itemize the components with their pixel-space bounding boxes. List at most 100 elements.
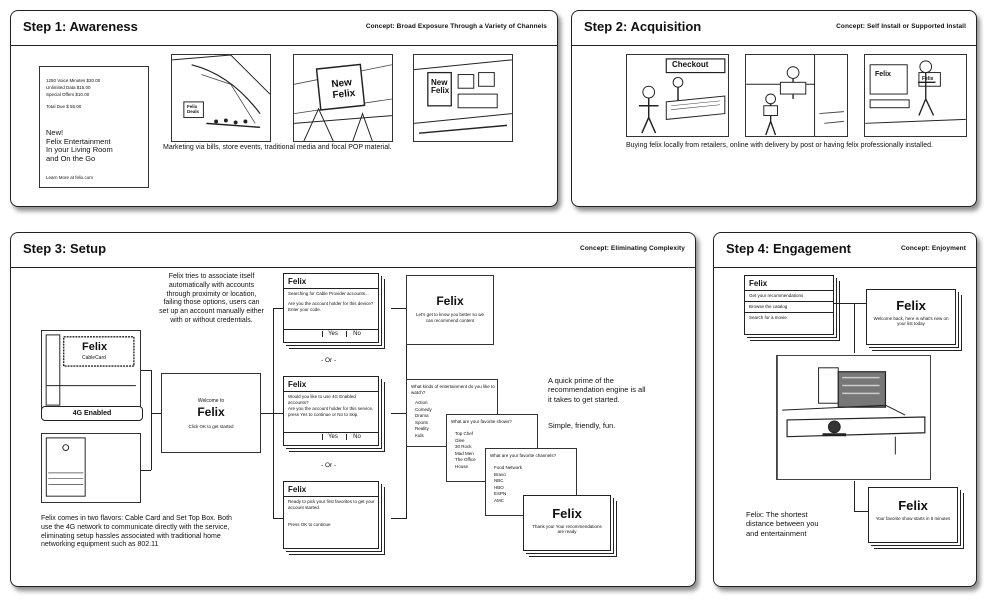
screen-sub: Let's get to know you better so we can r… (416, 312, 484, 323)
engagement-top-screen: Felix Welcome back, here is what's new o… (866, 289, 956, 345)
step1-concept: Concept: Broad Exposure Through a Variet… (365, 23, 547, 30)
cablecard-brand: Felix (82, 341, 108, 353)
menu-item[interactable]: Browse the catalog (749, 304, 788, 309)
bill-lines: 1250 Voice Minutes $30.00 Unlimited Data… (46, 77, 100, 110)
connector (834, 303, 866, 304)
store-event-sketch: Felix Deals (171, 54, 271, 142)
step3-title: Step 3: Setup (23, 241, 107, 256)
welcome-top: Welcome to (197, 398, 225, 404)
option[interactable]: ESPN (494, 491, 507, 497)
step4-panel: Step 4: Engagement Concept: Enjoyment Fe… (713, 232, 977, 587)
settop-box-device (41, 433, 141, 503)
card-header: Felix (288, 485, 307, 494)
step2-concept: Concept: Self Install or Supported Insta… (836, 23, 966, 30)
delivery-illustration (746, 55, 844, 136)
bill-mailer: 1250 Voice Minutes $30.00 Unlimited Data… (39, 66, 149, 188)
step1-panel: Step 1: Awareness Concept: Broad Exposur… (10, 10, 558, 207)
step1-caption: Marketing via bills, store events, tradi… (163, 144, 392, 151)
option[interactable]: House (455, 463, 469, 469)
option[interactable]: Top Chef (455, 431, 474, 436)
or-divider: - Or - (321, 357, 337, 364)
setup-intro: Felix tries to associate itself automati… (159, 273, 264, 324)
cablecard-illustration (45, 334, 136, 406)
store-sign-text: Felix Deals (187, 104, 200, 114)
option[interactable]: Kids (415, 432, 424, 438)
question-title: What kinds of entertainment do you like … (411, 384, 495, 395)
card-body: Are you the account holder for this devi… (288, 301, 374, 312)
option[interactable]: Drama (415, 413, 429, 419)
card-question: Searching for Cable Provider accounts... (288, 291, 369, 296)
option[interactable]: The Office (455, 457, 476, 463)
no-button[interactable]: No (346, 434, 367, 440)
card-question: Would you like to use 4G Enabled account… (288, 394, 356, 405)
install-felix-sign: Felix (875, 71, 891, 78)
4g-enabled-badge: 4G Enabled (41, 406, 143, 421)
option[interactable]: Bravo (494, 471, 506, 477)
option[interactable]: Mad Men (455, 450, 474, 456)
option[interactable]: Reality (415, 426, 429, 432)
recommendation-caption-2: Simple, friendly, fun. (548, 421, 616, 430)
billboard-sketch: New Felix (293, 54, 393, 142)
settop-box-illustration (45, 437, 86, 497)
step2-panel: Step 2: Acquisition Concept: Self Instal… (571, 10, 977, 207)
bill-ad-text: New! Felix Entertainment In your Living … (46, 128, 113, 163)
option[interactable]: HBO (494, 484, 504, 490)
connector (141, 370, 151, 371)
question-title: What are your favorite channels? (490, 453, 557, 458)
step2-caption: Buying felix locally from retailers, onl… (626, 142, 933, 149)
step4-concept: Concept: Enjoyment (901, 245, 966, 252)
checkout-sign: Checkout (672, 60, 709, 69)
install-illustration (865, 60, 966, 124)
no-button[interactable]: No (346, 331, 367, 337)
menu-item[interactable]: Search for a movie (749, 315, 787, 320)
connector (273, 308, 283, 309)
option[interactable]: Food Network (494, 465, 523, 470)
step2-title: Step 2: Acquisition (584, 19, 702, 34)
screen-brand: Felix (896, 298, 926, 313)
step4-title: Step 4: Engagement (726, 241, 851, 256)
screen-sub: Welcome back, here is what's new on your… (873, 316, 949, 326)
cablecard-device: Felix CableCard (41, 330, 141, 410)
subway-ad-sketch: New Felix (413, 54, 513, 142)
yes-button[interactable]: Yes (322, 434, 343, 440)
account-search-card: Felix Searching for Cable Provider accou… (283, 273, 379, 343)
recommendation-caption: A quick prime of the recommendation engi… (548, 376, 646, 404)
retail-checkout-sketch: Checkout (626, 54, 729, 137)
option[interactable]: AMC (494, 497, 504, 503)
subway-ad-text: New Felix (431, 78, 450, 96)
question-title: What are your favorite shows? (451, 419, 512, 424)
or-divider: - Or - (321, 462, 337, 469)
favorites-start-card: Felix Ready to pick your first favorites… (283, 481, 379, 549)
card-header: Felix (749, 279, 768, 288)
option[interactable]: Action (415, 400, 428, 405)
question-options: Food Network Bravo NBC HBO ESPN AMC (494, 465, 522, 504)
yes-button[interactable]: Yes (322, 331, 343, 337)
device-caption: Felix comes in two flavors: Cable Card a… (41, 515, 232, 549)
connector (141, 470, 151, 471)
option[interactable]: Comedy (415, 406, 432, 412)
step4-caption: Felix: The shortest distance between you… (746, 510, 819, 538)
welcome-screen: Welcome to Felix Click OK to get started (161, 373, 261, 453)
question-options: Action Comedy Drama Sports Reality Kids (415, 400, 432, 439)
option[interactable]: Sports (415, 419, 429, 425)
install-sketch: Felix Felix (864, 54, 967, 137)
cablecard-sub: CableCard (82, 355, 106, 361)
card-question: Ready to pick your first favorites to ge… (288, 499, 375, 510)
card-header: Felix (288, 380, 307, 389)
question-options: Top Chef Glee 30 Rock Mad Men The Office… (455, 431, 476, 470)
subway-ad-illustration (414, 59, 512, 134)
screen-sub: Thank you! Your recommendations are read… (532, 524, 602, 534)
connector (854, 511, 868, 512)
option[interactable]: 30 Rock (455, 444, 472, 450)
step3-concept: Concept: Eliminating Complexity (580, 245, 685, 252)
screen-brand: Felix (436, 294, 464, 308)
option[interactable]: Glee (455, 437, 465, 443)
billboard-text: New Felix (330, 77, 356, 101)
store-event-illustration (172, 55, 270, 129)
living-room-illustration (777, 356, 926, 479)
card-body: Press OK to continue (288, 522, 331, 527)
option[interactable]: NBC (494, 478, 504, 484)
screen-brand: Felix (898, 498, 928, 513)
menu-item[interactable]: Get your recommendations (749, 293, 804, 298)
connector (273, 518, 283, 519)
